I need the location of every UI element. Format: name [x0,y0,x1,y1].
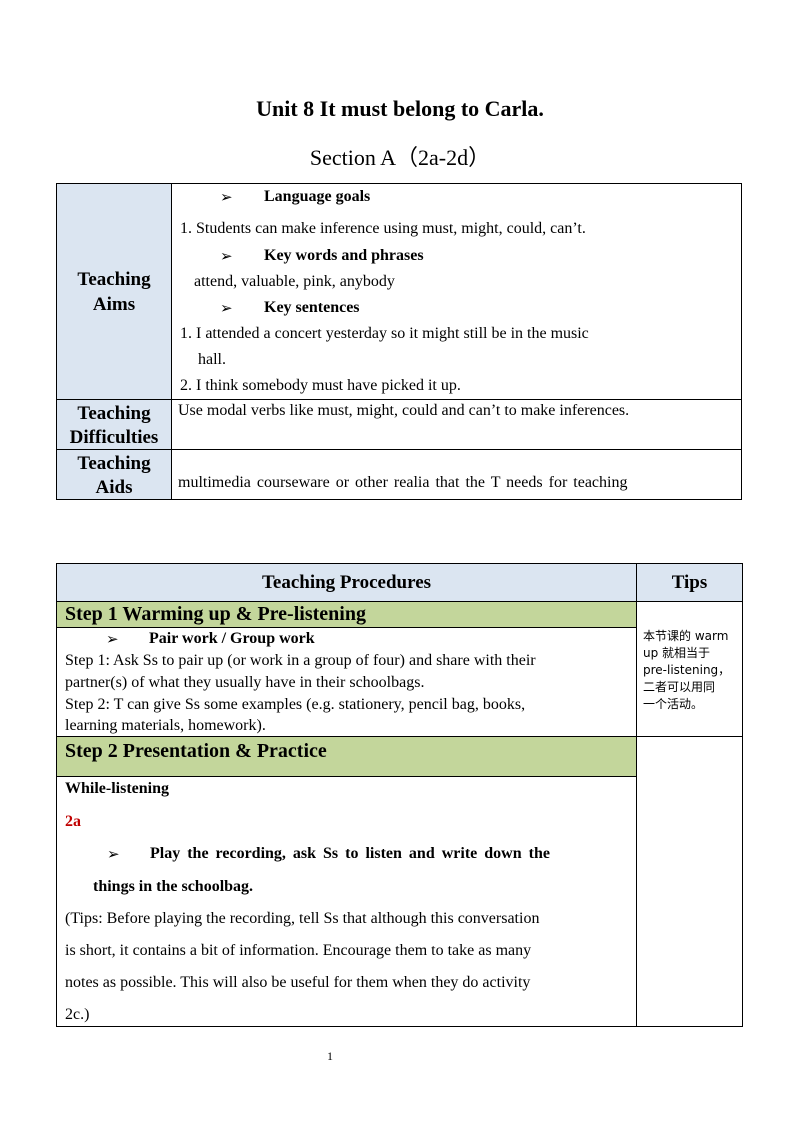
key-words-heading: Key words and phrases [264,247,424,264]
tips-header: Tips [671,572,708,593]
difficulties-text: Use modal verbs like must, might, could … [178,402,630,419]
language-goals-heading: Language goals [264,188,371,205]
arrow-bullet-icon: ➢ [106,632,119,648]
while-listening-heading: While-listening [65,780,170,797]
procedures-header-cell: Teaching Procedures [56,563,637,602]
arrow-bullet-icon: ➢ [220,301,233,317]
tips-paragraph-line: 2c.) [65,1006,90,1023]
step2-content-cell: While-listening 2a ➢ Play the recording,… [56,776,637,1027]
teaching-difficulties-content-cell: Use modal verbs like must, might, could … [171,399,742,450]
tip-line: 二者可以用同 [643,680,716,694]
key-sentence-2: 2. I think somebody must have picked it … [180,377,461,394]
teaching-aims-label-cell: Teaching Aims [56,183,172,400]
key-sentence-1: 1. I attended a concert yesterday so it … [180,325,589,342]
aids-label-line2: Aids [95,477,133,498]
difficulties-label-line2: Difficulties [69,427,159,448]
teaching-aids-label-cell: Teaching Aids [56,449,172,500]
play-instruction-line: Play the recording, ask Ss to listen and… [150,845,550,862]
tips-paragraph-line: is short, it contains a bit of informati… [65,942,532,959]
goal-line: 1. Students can make inference using mus… [180,220,586,237]
teaching-aims-content-cell: ➢ Language goals 1. Students can make in… [171,183,742,400]
teaching-aims-label-line2: Aims [92,294,136,315]
key-words-text: attend, valuable, pink, anybody [194,273,395,290]
tips-header-cell: Tips [636,563,743,602]
tip-line: 本节课的 warm [643,629,729,643]
step1-title: Step 1 Warming up & Pre-listening [65,603,366,625]
teaching-aids-content-cell: multimedia courseware or other realia th… [171,449,742,500]
teaching-aims-label-line1: Teaching [77,269,151,290]
tip-line: up 就相当于 [643,646,711,660]
step1-header-cell: Step 1 Warming up & Pre-listening [56,601,637,628]
page-title: Unit 8 It must belong to Carla. [256,96,544,121]
tip-line: pre-listening， [643,663,731,677]
arrow-bullet-icon: ➢ [220,249,233,265]
step1-line: learning materials, homework). [65,717,266,734]
key-sentences-heading: Key sentences [264,299,360,316]
difficulties-label-line1: Teaching [77,403,151,424]
step2-header-cell: Step 2 Presentation & Practice [56,736,637,777]
teaching-difficulties-label-cell: Teaching Difficulties [56,399,172,450]
tip-line: 一个活动。 [643,697,704,711]
page-number: 1 [327,1049,333,1063]
key-sentence-1-cont: hall. [198,351,226,368]
aids-text: multimedia courseware or other realia th… [178,474,628,491]
arrow-bullet-icon: ➢ [220,190,233,206]
tips-paragraph-line: notes as possible. This will also be use… [65,974,531,991]
step1-content-cell: ➢ Pair work / Group work Step 1: Ask Ss … [56,627,637,737]
page-subtitle: Section A（2a-2d） [309,145,491,170]
step1-subheading: Pair work / Group work [149,630,315,647]
step1-line: partner(s) of what they usually have in … [65,674,425,691]
step1-line: Step 2: T can give Ss some examples (e.g… [65,696,526,713]
arrow-bullet-icon: ➢ [107,847,120,863]
step2-tip-cell [636,736,743,1027]
play-instruction-line: things in the schoolbag. [93,878,254,895]
tips-paragraph-line: (Tips: Before playing the recording, tel… [65,910,540,927]
step1-line: Step 1: Ask Ss to pair up (or work in a … [65,652,536,669]
step1-tip-cell: 本节课的 warm up 就相当于 pre-listening， 二者可以用同 … [636,601,743,737]
step2-title: Step 2 Presentation & Practice [65,740,327,762]
activity-2a-label: 2a [65,813,81,830]
procedures-header: Teaching Procedures [261,572,432,593]
aids-label-line1: Teaching [77,453,151,474]
